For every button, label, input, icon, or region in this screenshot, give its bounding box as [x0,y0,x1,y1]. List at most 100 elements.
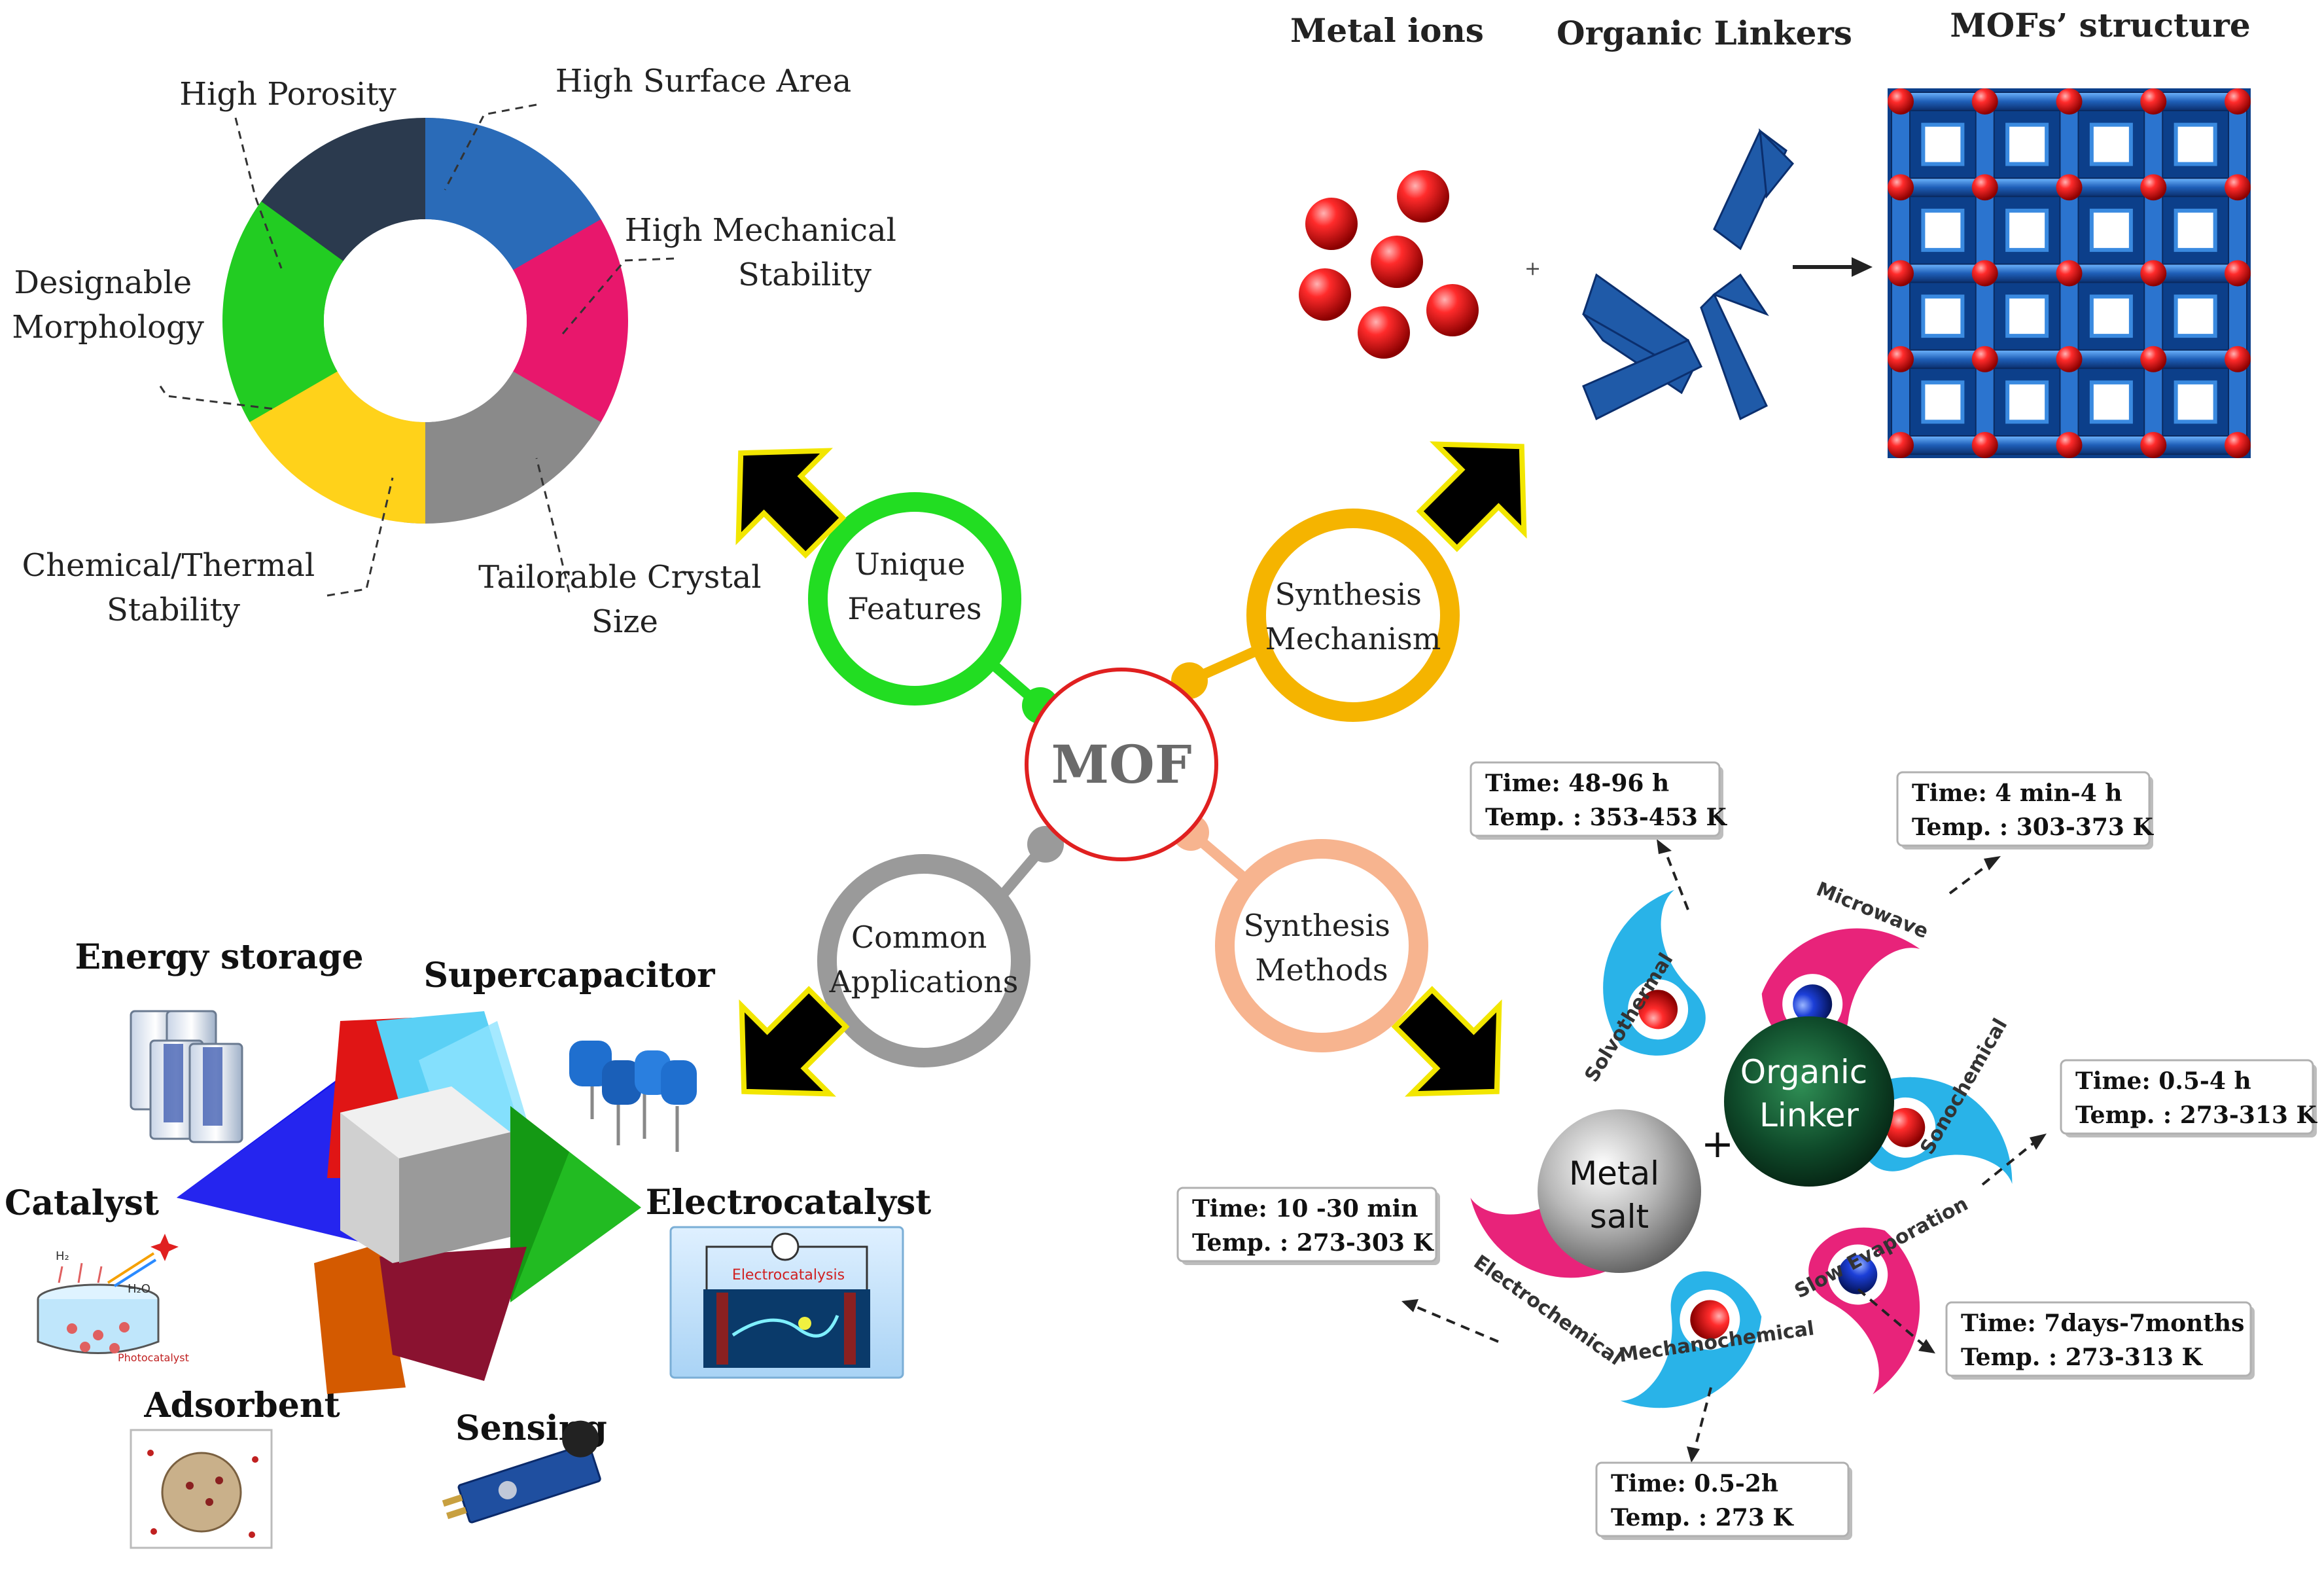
applications-polyhedron [177,1011,641,1394]
lattice-pore [1921,380,1965,424]
condition-line: Temp. : 273 K [1611,1504,1794,1531]
lattice-node [2140,432,2167,458]
features-donut [222,118,628,524]
lattice-pore [2005,208,2049,252]
condition-line: Temp. : 273-313 K [1961,1344,2203,1371]
title-mofs-structure: MOFs’ structure [1950,6,2250,45]
lattice-pore [2089,380,2133,424]
photocatalyst-caption: Photocatalyst [118,1351,189,1364]
feature-high-mechanical-stability: High Mechanical Stability [625,212,906,293]
label-energy-storage: Energy storage [75,937,363,977]
donut-segment-chemical-thermal-stability [239,362,425,524]
hub-connectors [977,643,1265,901]
condition-line: Time: 7days-7months [1961,1310,2244,1337]
electrocatalysis-caption: Electrocatalysis [732,1267,845,1283]
petal-mechanochemical [1620,1271,1762,1408]
methods-center: Organic Linker Metal salt + [1538,1016,1894,1273]
feature-tailorable-crystal-size: Tailorable Crystal Size [478,559,771,640]
hub-mechanism-label: Synthesis Mechanism [1265,577,1441,656]
mof-lattice [1888,88,2251,458]
lattice-node [2056,346,2083,372]
lattice-node [2225,346,2251,372]
petal-dot-solvothermal [1638,990,1678,1029]
catalyst-h2o-label: H₂O [128,1282,150,1296]
lattice-pore [1921,295,1965,338]
donut-segment-designable-morphology [222,201,343,422]
arrow-to-methods-icon [1391,986,1502,1097]
feature-chemical-thermal-stability: Chemical/Thermal Stability [22,547,325,628]
catalyst-h2-label: H₂ [56,1249,69,1263]
hub-unique-features[interactable]: Unique Features [808,492,1021,706]
lattice-pore [2089,295,2133,338]
lattice-pore [2005,295,2049,338]
condition-line: Temp. : 273-313 K [2075,1101,2317,1129]
condition-line: Temp. : 303-373 K [1912,814,2154,841]
hub-applications-label: Common Applications [829,920,1019,999]
lattice-node [2225,174,2251,201]
lattice-node [2140,260,2167,287]
sensor-module-icon [442,1420,601,1524]
condition-arrowheads [1401,839,2047,1463]
arrow-to-features-icon [735,448,847,559]
hub-methods-line-2: Methods [1255,952,1388,988]
hub-mechanism-line-1: Synthesis [1275,577,1421,612]
lattice-pore [2174,122,2217,166]
title-metal-ions: Metal ions [1290,11,1484,50]
lattice-node [2140,174,2167,201]
lattice-node [1971,432,1998,458]
metal-ions-group [1299,170,1479,359]
donut-hole [324,219,527,422]
label-supercapacitor: Supercapacitor [423,956,715,995]
hub-common-applications[interactable]: Common Applications [817,854,1030,1067]
hub-synthesis-methods[interactable]: Synthesis Methods [1215,839,1428,1052]
hub-synthesis-mechanism[interactable]: Synthesis Mechanism [1246,509,1460,722]
organic-linker-label: Organic Linker [1740,1053,1878,1134]
lattice-node [1888,432,1914,458]
center-hub[interactable]: MOF [1025,668,1218,861]
lattice-node [2056,260,2083,287]
hub-unique-line-1: Unique [854,546,965,582]
mechanism-titles: Metal ions Organic Linkers MOFs’ structu… [1290,6,2251,52]
petal-dot-slow-evaporation [1838,1255,1878,1295]
petal-dot-sonochemical [1886,1107,1926,1147]
lattice-node [2140,88,2167,115]
methods-plus: + [1701,1121,1734,1167]
lattice-node [1971,174,1998,201]
hub-unique-label: Unique Features [848,546,982,626]
lattice-node [1971,346,1998,372]
feature-high-surface-area: High Surface Area [555,63,851,99]
lattice-pore [2174,380,2217,424]
lattice-pore [2005,122,2049,166]
condition-leaders [1413,850,2036,1450]
hub-applications-line-1: Common [851,920,987,955]
hub-mechanism-line-2: Mechanism [1265,621,1441,656]
condition-line: Temp. : 353-453 K [1485,804,1727,831]
metal-salt-label: Metal salt [1569,1154,1670,1236]
label-electrocatalyst: Electrocatalyst [646,1183,932,1223]
mechanism-plus: + [1524,257,1541,280]
title-organic-linkers: Organic Linkers [1557,14,1852,52]
hub-methods-line-1: Synthesis [1243,908,1390,943]
arrow-to-mechanism-icon [1416,441,1527,552]
label-catalyst: Catalyst [5,1183,159,1223]
lattice-node [2056,88,2083,115]
donut-segment-mechanical-stability [507,219,628,440]
lattice-node [1971,88,1998,115]
mechanism-arrow [1793,257,1873,277]
condition-line: Temp. : 273-303 K [1192,1229,1434,1257]
lattice-pore [2005,380,2049,424]
feature-designable-morphology: Designable Morphology [12,264,204,346]
lattice-pore [2174,295,2217,338]
donut-segment-surface-area [425,118,611,279]
lattice-node [1888,260,1914,287]
petal-solvothermal [1603,889,1706,1056]
petal-dot-mechanochemical [1690,1300,1730,1340]
lattice-pore [1921,208,1965,252]
lattice-pore [2089,122,2133,166]
